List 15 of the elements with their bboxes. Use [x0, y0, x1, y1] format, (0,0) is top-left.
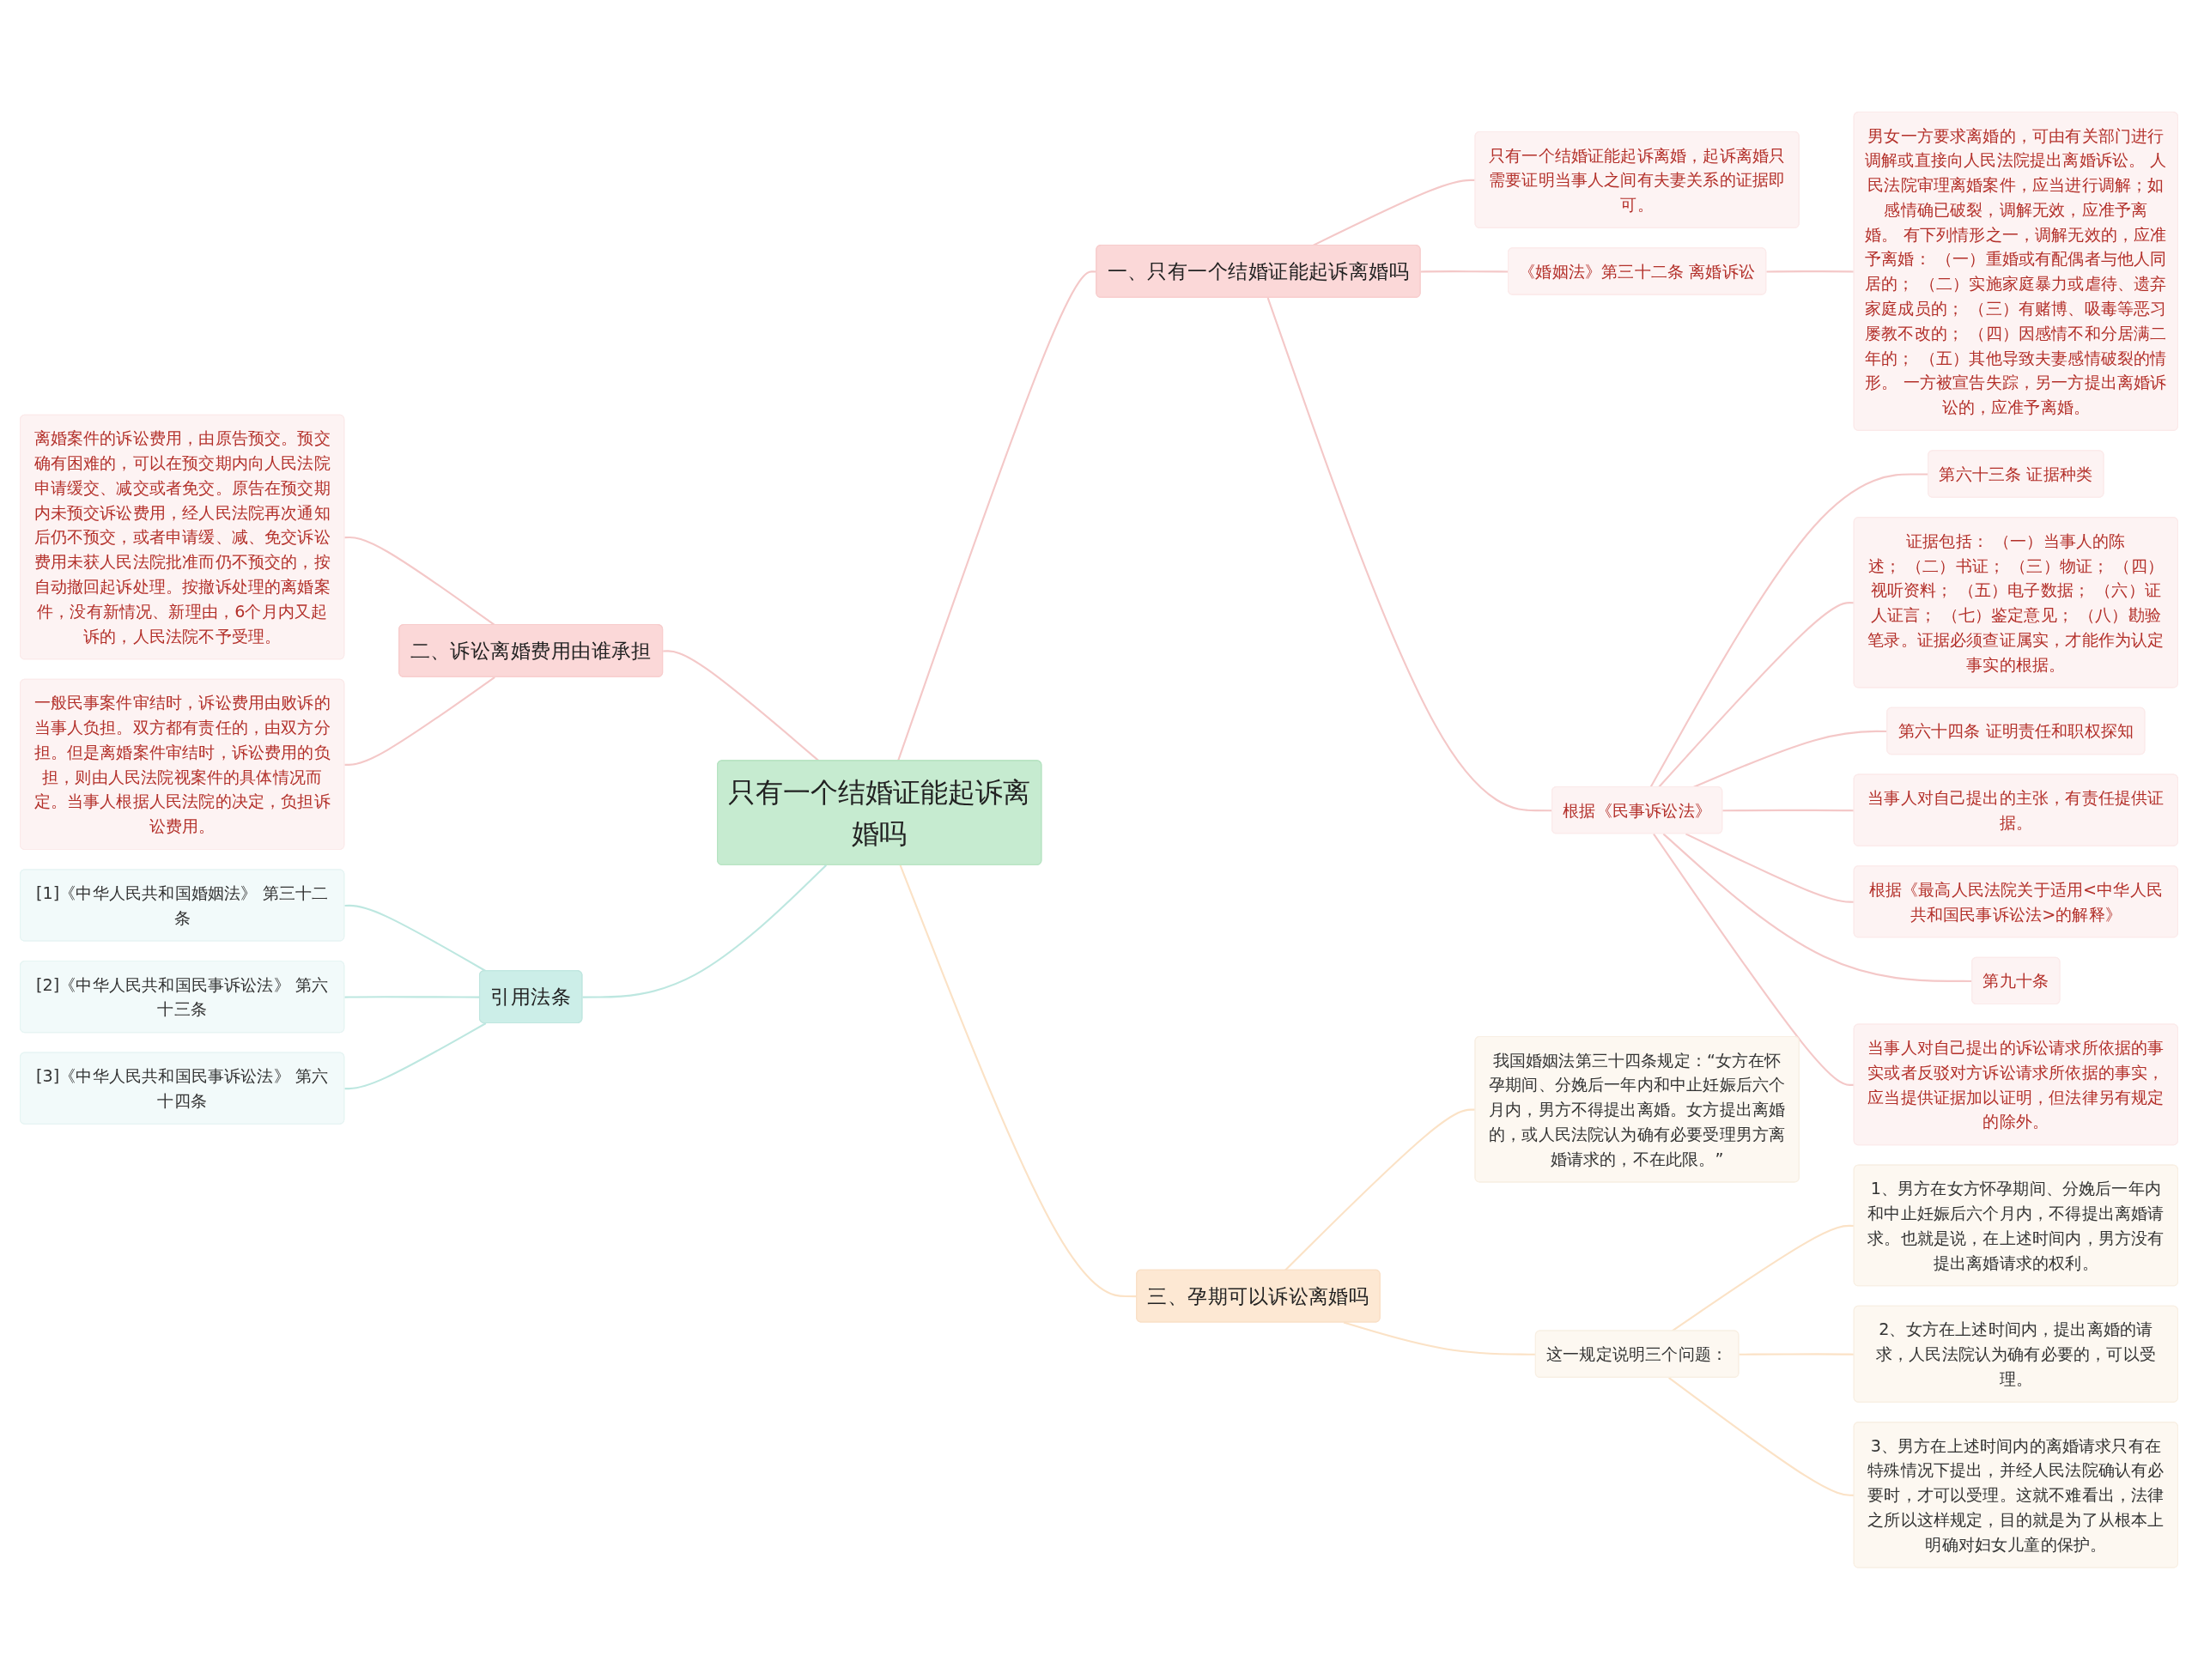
connector [344, 1022, 487, 1090]
connector [344, 676, 495, 767]
connector [344, 905, 487, 973]
connector [1284, 1108, 1476, 1271]
connector [1739, 1353, 1855, 1356]
connector [1658, 602, 1855, 788]
connector [1722, 809, 1855, 812]
connector [1668, 1377, 1855, 1497]
connector [663, 650, 820, 762]
connector [1671, 1225, 1855, 1332]
connector [1766, 270, 1855, 273]
connector [582, 864, 827, 998]
connector [1685, 833, 1855, 904]
connector [1653, 833, 1855, 1087]
connector [1343, 1321, 1536, 1356]
